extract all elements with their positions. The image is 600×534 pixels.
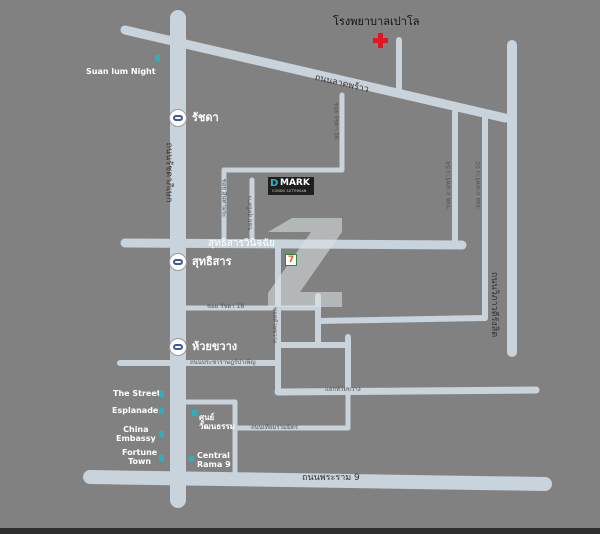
road-label-rama9: ถนนพระราม 9 xyxy=(302,473,360,483)
mrt-station-sutthisan-icon xyxy=(169,253,187,271)
station-label-sutthisan: สุทธิสาร xyxy=(192,255,232,268)
poi-label-esplanade: Esplanade xyxy=(112,406,159,415)
poi-label-central-rama9: Central Rama 9 xyxy=(197,451,231,469)
poi-dot-esplanade xyxy=(159,408,164,414)
road-label-soi-ratchada-18: ซอย รัชดา 18 xyxy=(207,303,245,310)
bottom-bar xyxy=(0,528,600,534)
road-label-huai-khwang: แยกห้วยขวาง xyxy=(325,386,361,393)
road-label-soi-huai-khwang: ซอยห้วยขวาง xyxy=(270,307,278,343)
poi-label-fortune-town: Fortune Town xyxy=(122,448,158,466)
project-name: MARK xyxy=(280,178,310,188)
poi-dot-china-embassy xyxy=(159,431,164,437)
road-label-east: ถนนวิภาวดีรังสิต xyxy=(489,271,500,338)
poi-label-cultural-center: ศูนย์ วัฒนธรรม xyxy=(199,413,235,431)
road-label-pracharat-bamphen: ถนนประชาราษฎร์บำเพ็ญ xyxy=(190,359,256,366)
road-ladprao xyxy=(120,25,510,123)
project-subtitle: CONDO SUTTHISAN xyxy=(272,189,307,193)
road-loop-4 xyxy=(315,315,488,324)
station-label-huai-khwang: ห้วยขวาง xyxy=(192,340,238,353)
poi-dot-the-street xyxy=(159,391,164,397)
poi-label-the-street: The Street xyxy=(113,389,161,398)
road-sutthisan xyxy=(120,238,467,250)
mrt-station-huai-khwang-icon xyxy=(169,338,187,356)
mrt-station-ratchada-icon xyxy=(169,109,187,127)
poi-label-suan-lum-night: Suan lum Night xyxy=(86,67,156,76)
poi-dot-central-rama9 xyxy=(189,456,194,462)
road-rama9 xyxy=(83,470,552,491)
road-label-ratchadaphisek: ถนนรัชดาภิเษก xyxy=(163,142,174,203)
station-label-ratchada: รัชดา xyxy=(192,111,219,124)
poi-dot-fortune-town xyxy=(159,455,164,461)
hospital-label: โรงพยาบาลเปาโล xyxy=(333,15,420,28)
poi-dot-suan-lum-night xyxy=(155,55,160,61)
road-label-thiam-ruam-mit: ถนนเทียมร่วมมิตร xyxy=(251,424,298,431)
road-label-soi-36: ซอย รัชดา 36 xyxy=(332,102,340,140)
seven-eleven-icon: 7 xyxy=(285,254,297,266)
road-label-lad-prao-54: ซอย ลาดพร้าว 54 xyxy=(444,161,452,209)
hospital-cross-icon xyxy=(373,33,388,48)
z-watermark xyxy=(268,218,342,307)
road-label-soi-sutthisan: ซอย สุทธิสาร xyxy=(246,195,254,231)
poi-label-china-embassy: China Embassy xyxy=(116,425,156,443)
road-label-soi-inthamara: ซอย อินทามระ xyxy=(220,178,228,218)
road-huai-khwang xyxy=(274,386,540,396)
project-marker[interactable]: D MARK CONDO SUTTHISAN xyxy=(268,177,314,195)
poi-dot-cultural-center xyxy=(192,410,197,416)
road-label-lad-prao-50: ซอย ลาดพร้าว 50 xyxy=(474,161,482,209)
road-label-sutthisan: สุทธิสารวินิจฉัย xyxy=(208,238,275,249)
project-logo-letter: D xyxy=(270,178,279,189)
